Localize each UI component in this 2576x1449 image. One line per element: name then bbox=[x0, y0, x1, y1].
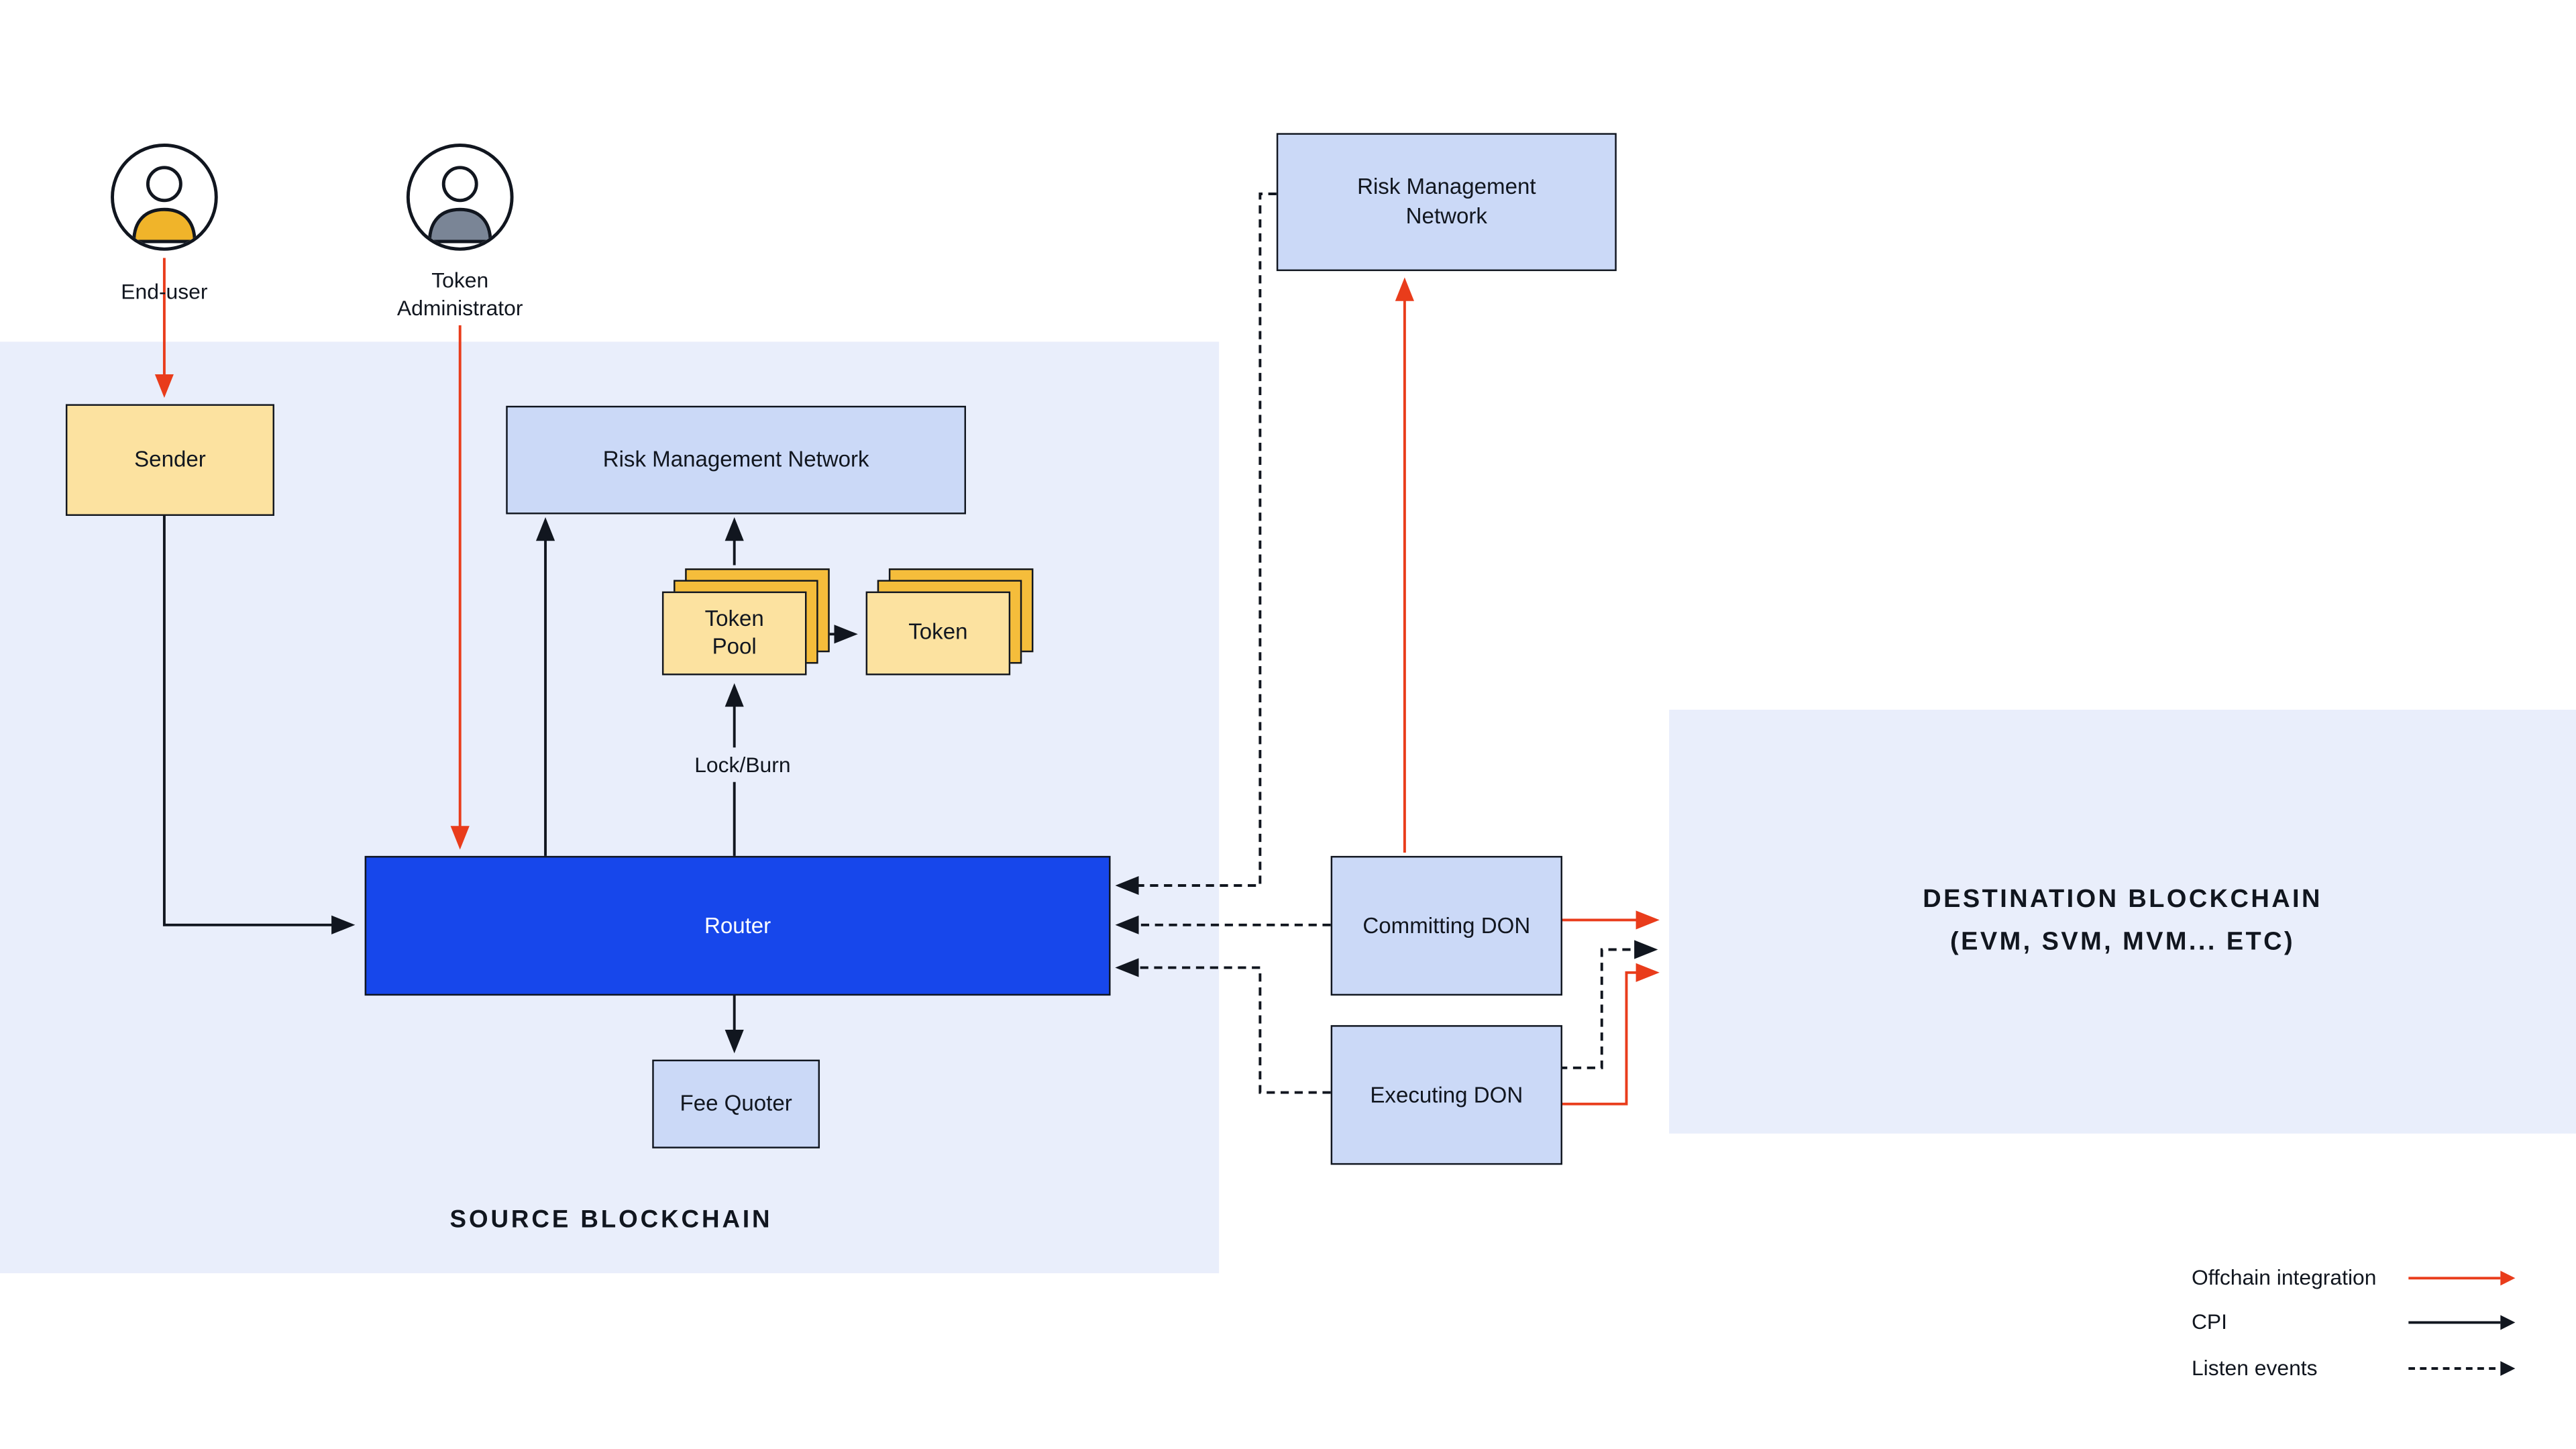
token-pool-node: Token Pool bbox=[661, 568, 830, 676]
risk-management-network-offchain-label: Risk Management Network bbox=[1357, 174, 1536, 229]
destination-blockchain-region: DESTINATION BLOCKCHAIN (EVM, SVM, MVM...… bbox=[1669, 709, 2576, 1134]
fee-quoter-node: Fee Quoter bbox=[652, 1059, 820, 1148]
destination-region-title: DESTINATION BLOCKCHAIN (EVM, SVM, MVM...… bbox=[1669, 710, 2576, 1134]
legend-cpi-label: CPI bbox=[2191, 1309, 2228, 1334]
committing-don-label: Committing DON bbox=[1362, 912, 1531, 938]
token-admin-actor bbox=[406, 143, 515, 260]
legend-listen-events-label: Listen events bbox=[2191, 1355, 2318, 1381]
executing-don-node: Executing DON bbox=[1330, 1025, 1562, 1165]
legend-row-listen-events: Listen events bbox=[2192, 1355, 2517, 1380]
legend-black-arrow-sample bbox=[2408, 1314, 2516, 1330]
legend-dashed-arrow-sample bbox=[2408, 1360, 2516, 1375]
legend-row-cpi: CPI bbox=[2192, 1309, 2517, 1334]
fee-quoter-label: Fee Quoter bbox=[680, 1091, 792, 1116]
destination-title-line1: DESTINATION BLOCKCHAIN bbox=[1923, 886, 2322, 914]
legend-offchain-integration-label: Offchain integration bbox=[2191, 1265, 2377, 1290]
sender-label: Sender bbox=[134, 447, 206, 472]
sender-node: Sender bbox=[65, 404, 274, 516]
arrow-executingdon-to-destination bbox=[1559, 963, 1660, 1106]
lock-burn-label: Lock/Burn bbox=[667, 747, 818, 782]
risk-management-network-source-label: Risk Management Network bbox=[602, 447, 869, 472]
arrow-executingdon-to-destination-listen bbox=[1559, 940, 1658, 1069]
committing-don-node: Committing DON bbox=[1330, 855, 1562, 996]
end-user-label: End-user bbox=[121, 279, 208, 305]
legend-red-arrow-sample bbox=[2408, 1270, 2516, 1285]
token-card-front: Token bbox=[865, 591, 1011, 676]
router-node: Router bbox=[364, 855, 1111, 996]
token-node: Token bbox=[865, 568, 1034, 676]
risk-management-network-offchain-node: Risk Management Network bbox=[1276, 133, 1617, 272]
token-pool-card-front: Token Pool bbox=[661, 591, 807, 676]
token-label: Token bbox=[908, 619, 968, 645]
legend-row-offchain-integration: Offchain integration bbox=[2191, 1265, 2517, 1290]
token-administrator-label: Token Administrator bbox=[396, 268, 523, 321]
router-label: Router bbox=[704, 912, 771, 938]
destination-title-line2: (EVM, SVM, MVM... ETC) bbox=[1950, 928, 2296, 957]
end-user-actor bbox=[110, 143, 219, 260]
risk-management-network-source-node: Risk Management Network bbox=[506, 405, 967, 515]
token-pool-label: Token Pool bbox=[704, 605, 764, 658]
executing-don-label: Executing DON bbox=[1370, 1082, 1523, 1107]
source-region-title: SOURCE BLOCKCHAIN bbox=[449, 1205, 773, 1234]
end-user-icon bbox=[111, 144, 218, 251]
token-administrator-icon bbox=[406, 144, 514, 251]
